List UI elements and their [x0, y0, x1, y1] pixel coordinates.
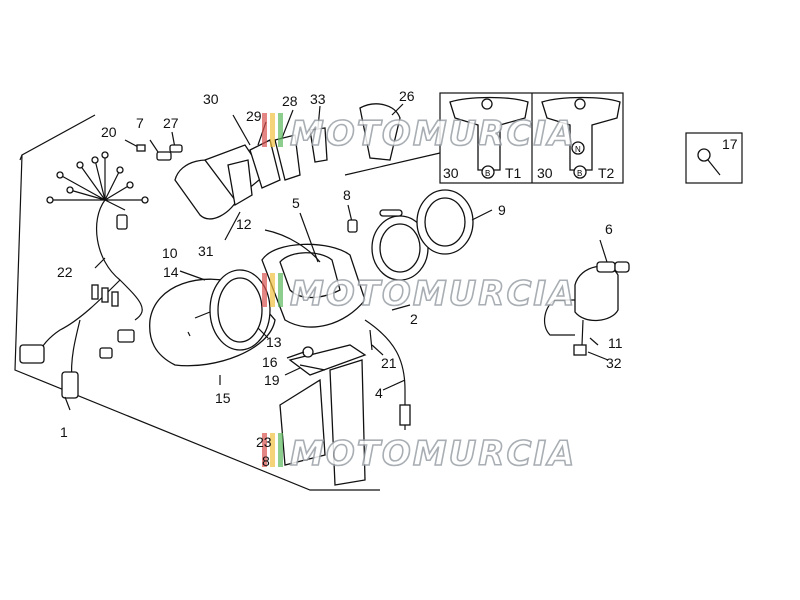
label-part-8: 8	[343, 187, 351, 203]
label-part-8b: 8	[262, 453, 270, 469]
assembly-outline	[14, 114, 380, 491]
inset-t2-symbol: B	[577, 169, 582, 178]
inset-labels: 30 T1 30 T2 B B N	[443, 145, 615, 181]
inset-t2-number: 30	[537, 165, 553, 181]
watermark-3: MOTOMURCIA	[262, 433, 576, 475]
instrument-housing	[149, 269, 276, 367]
label-part-10: 10	[162, 245, 178, 261]
label-part-11: 11	[608, 335, 623, 351]
label-part-1: 1	[60, 424, 68, 440]
label-part-13: 13	[266, 334, 282, 350]
label-part-6: 6	[605, 221, 613, 237]
small-parts-cluster	[124, 131, 183, 161]
switch-housing-group	[174, 103, 404, 241]
label-part-22: 22	[57, 264, 73, 280]
label-part-27: 27	[163, 115, 179, 131]
inset-t1-switch	[449, 96, 529, 179]
ignition-switch	[543, 239, 630, 356]
switch-inset-box	[344, 92, 624, 184]
label-part-33: 33	[310, 91, 326, 107]
wiring-harness	[19, 151, 149, 399]
dashboard-mount	[261, 212, 366, 328]
lower-bracket	[279, 329, 373, 486]
label-part-7: 7	[136, 115, 144, 131]
label-part-29: 29	[246, 108, 262, 124]
label-part-9: 9	[498, 202, 506, 218]
label-part-12: 12	[236, 216, 252, 232]
label-part-21: 21	[381, 355, 397, 371]
key-inset-box	[685, 132, 743, 184]
label-part-31: 31	[198, 243, 214, 259]
inset-t1-label: T1	[505, 165, 522, 181]
inset-t1-number: 30	[443, 165, 459, 181]
gauge-pair	[371, 189, 493, 281]
svg-text:MOTOMURCIA: MOTOMURCIA	[290, 434, 576, 474]
label-part-28: 28	[282, 93, 298, 109]
label-part-14: 14	[163, 264, 179, 280]
label-part-4: 4	[375, 385, 383, 401]
label-part-20: 20	[101, 124, 117, 140]
label-part-17: 17	[722, 136, 738, 152]
label-part-5: 5	[292, 195, 300, 211]
label-part-2: 2	[410, 311, 418, 327]
label-part-16: 16	[262, 354, 278, 370]
inset-t2-neutral: N	[575, 145, 581, 154]
label-part-32: 32	[606, 355, 622, 371]
inset-t2-label: T2	[598, 165, 615, 181]
inset-t2-switch	[541, 96, 621, 179]
label-part-23: 23	[256, 434, 272, 450]
label-part-26: 26	[399, 88, 415, 104]
svg-text:MOTOMURCIA: MOTOMURCIA	[290, 274, 576, 314]
svg-text:MOTOMURCIA: MOTOMURCIA	[290, 114, 576, 154]
part-labels: 1 2 4 5 6 7 8 9 10 11 12 13 14 15 16 17 …	[57, 88, 738, 469]
part-8	[347, 204, 358, 233]
inset-t1-symbol: B	[485, 169, 490, 178]
watermark-1: MOTOMURCIA	[262, 113, 576, 155]
watermark-2: MOTOMURCIA	[262, 273, 576, 315]
label-part-30: 30	[203, 91, 219, 107]
label-part-15: 15	[215, 390, 231, 406]
label-part-19: 19	[264, 372, 280, 388]
leader-lines	[64, 257, 609, 411]
speedo-cable	[364, 319, 411, 430]
